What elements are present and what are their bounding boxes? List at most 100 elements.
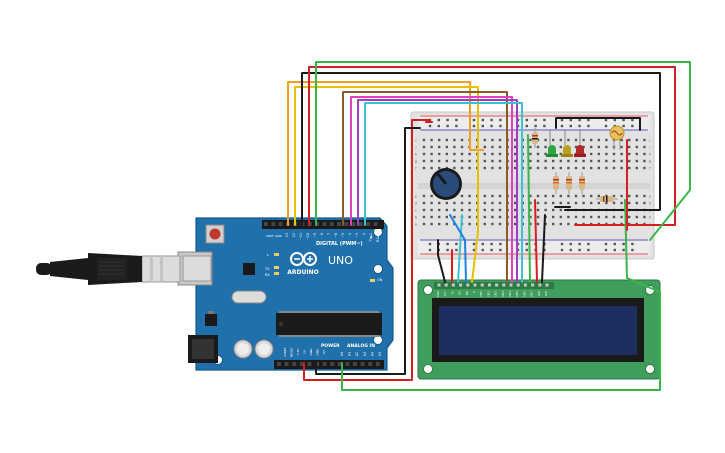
arduino-infinity-logo-icon (290, 252, 317, 266)
atmega-chip (276, 313, 382, 335)
aref-label: AREF (266, 234, 274, 238)
digital-pin-label: ~6 (334, 233, 338, 238)
arduino-brand-label: ARDUINO (287, 269, 318, 276)
analog-pin-label: A1 (348, 352, 352, 356)
breadboard-row-letter: a (415, 223, 417, 227)
lcd-pin-header[interactable] (434, 282, 554, 289)
wire-black-led-lcd[interactable] (541, 214, 546, 283)
led-icon[interactable] (546, 130, 558, 157)
wire-cyan-lcd[interactable] (457, 214, 463, 283)
resistor-icon[interactable] (566, 172, 572, 194)
breadboard-row-letter: i (650, 146, 651, 150)
digital-pin-label: 8 (320, 233, 324, 235)
wire-red-top[interactable] (308, 66, 676, 226)
lcd-pin-label: LED (537, 291, 541, 296)
power-analog-header[interactable] (274, 360, 384, 369)
digital-label: DIGITAL (PWM~) (316, 241, 363, 247)
led-icon[interactable] (574, 130, 586, 157)
lcd-pin-label: V0 (450, 291, 454, 295)
digital-pin-label: 2 (362, 233, 366, 235)
breadboard-row-letter: d (415, 202, 417, 206)
wire-pink[interactable] (350, 96, 513, 283)
digital-pin-label: ~5 (341, 233, 345, 238)
power-label: POWER (321, 343, 340, 349)
wire-cyan-digital[interactable] (364, 102, 523, 283)
wire-black-lcd-gnd[interactable] (437, 239, 446, 283)
lcd-pin-label: LED (544, 291, 548, 296)
lcd-pin-label: RS (458, 291, 462, 295)
digital-pin-label: 7 (327, 233, 331, 235)
power-pin-label: GND (316, 348, 320, 356)
lcd-pin-label: E (472, 291, 476, 293)
lcd-pin-label: DB4 (508, 291, 512, 297)
crystal (231, 290, 267, 304)
wire-black-gnd[interactable] (315, 127, 421, 375)
rx-label: RX (265, 273, 270, 277)
resistor-icon[interactable] (596, 196, 618, 202)
analog-label: ANALOG IN (347, 343, 375, 349)
wire-green-lcd-db[interactable] (527, 134, 531, 283)
resistor-icon[interactable] (553, 172, 559, 194)
lcd-pin-label: DB1 (486, 291, 490, 297)
usb-chip (243, 263, 255, 275)
lcd-pin-label: RW (465, 291, 469, 296)
wire-purple[interactable] (357, 99, 518, 283)
wire-black-top[interactable] (301, 72, 661, 226)
wire-brown[interactable] (342, 91, 508, 283)
photoresistor-icon[interactable] (609, 125, 625, 150)
lcd-pin-label: DB5 (515, 291, 519, 297)
reset-button-icon[interactable] (205, 224, 225, 244)
digital-pin-label: ~11 (299, 233, 303, 240)
wire-red-led-lcd[interactable] (534, 199, 538, 283)
power-pin-label: Vin (322, 350, 326, 355)
power-pin-label: GND (309, 348, 313, 356)
breadboard-row-letter: i (416, 146, 417, 150)
arduino-uno-board[interactable]: ARDUINO UNO DIGITAL (PWM~) POWER ANALOG … (177, 217, 394, 371)
lcd-pin-label: DB6 (522, 291, 526, 297)
digital-pin-label: ~9 (313, 233, 317, 238)
wire-green-top[interactable] (315, 61, 691, 241)
tx-label: TX (264, 267, 270, 271)
analog-pin-label: A4 (370, 352, 374, 356)
wire-green-a0[interactable] (341, 199, 661, 391)
led-icon[interactable] (561, 130, 573, 157)
lcd-pin-label: DB0 (479, 291, 483, 297)
resistor-icon[interactable] (532, 128, 538, 148)
breadboard-row-letter: h (649, 153, 651, 157)
breadboard-row-letter: f (649, 167, 651, 171)
analog-pin-label: A5 (378, 352, 382, 356)
power-pin-label: 3.3V (296, 348, 300, 356)
breadboard-row-letter: b (415, 216, 418, 220)
wire-red-5v[interactable] (303, 119, 431, 381)
digital-pin-label: ~3 (355, 233, 359, 238)
power-pin-label: 5V (303, 349, 307, 354)
breadboard-row-letter: g (415, 160, 417, 164)
digital-pin-label: 4 (348, 233, 352, 235)
breadboard-row-letter: b (649, 216, 652, 220)
breadboard-row-letter: e (649, 195, 651, 199)
lcd-pin-label: GND (436, 291, 440, 297)
lcd-pin-label: DB2 (494, 291, 498, 297)
wire-yellow[interactable] (294, 86, 479, 283)
digital-pin-label: RX◀0 (376, 233, 380, 242)
digital-pin-label: ~10 (306, 233, 310, 240)
wire-black-rail[interactable] (555, 117, 641, 131)
power-pin-label: RESET (290, 347, 294, 357)
resistor-icon[interactable] (579, 172, 585, 194)
analog-pin-label: A0 (340, 352, 344, 356)
potentiometer-icon[interactable] (430, 168, 462, 200)
breadboard-row-letter: d (649, 202, 651, 206)
breadboard-row-letter: j (415, 139, 417, 143)
analog-pin-label: A3 (363, 352, 367, 356)
wire-orange[interactable] (287, 81, 484, 226)
wires[interactable] (287, 61, 691, 391)
usb-cable-icon[interactable] (36, 253, 181, 285)
wire-blue-pot[interactable] (449, 214, 467, 283)
breadboard-row-letter: c (415, 209, 417, 213)
lcd-pin-label: DB3 (501, 291, 505, 297)
